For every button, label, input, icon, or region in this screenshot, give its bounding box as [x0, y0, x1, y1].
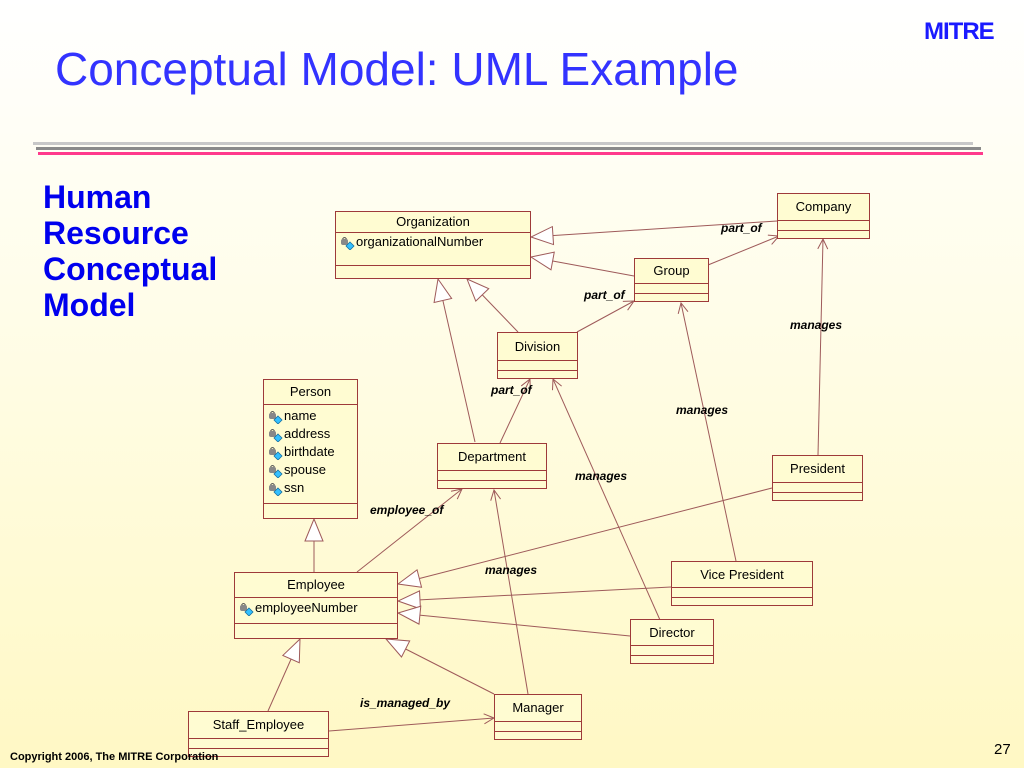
attribute-row: address: [264, 425, 357, 443]
field-lock-icon: [268, 446, 284, 460]
side-heading: Human Resource Conceptual Model: [43, 179, 217, 323]
assoc-department-division: [499, 379, 530, 444]
field-lock-icon: [239, 602, 255, 616]
class-staff-employee[interactable]: Staff_Employee: [188, 711, 329, 757]
attribute-compartment: organizationalNumber: [336, 233, 530, 266]
attribute-compartment: [631, 646, 713, 656]
class-name: Director: [631, 620, 713, 646]
attribute-compartment: [672, 588, 812, 598]
attribute-compartment: name address birthdate spouse ssn: [264, 405, 357, 504]
attribute-compartment: [773, 483, 862, 493]
attribute-compartment: [778, 221, 869, 231]
attribute-name: spouse: [284, 462, 326, 477]
class-name: Manager: [495, 695, 581, 722]
class-division[interactable]: Division: [497, 332, 578, 379]
side-heading-line: Model: [43, 287, 136, 323]
header-rule-light: [33, 142, 973, 145]
label-part-of-group-company: part_of: [721, 221, 762, 235]
label-manages-vp: manages: [676, 403, 729, 417]
attribute-row: organizationalNumber: [336, 233, 530, 251]
attribute-compartment: [189, 739, 328, 749]
side-heading-line: Conceptual: [43, 251, 218, 287]
class-director[interactable]: Director: [630, 619, 714, 664]
class-name: Company: [778, 194, 869, 221]
gen-manager-employee: [386, 639, 495, 695]
class-name: Division: [498, 333, 577, 361]
label-manages-manager: manages: [485, 563, 538, 577]
gen-group-organization: [531, 257, 635, 277]
class-name: Person: [264, 380, 357, 405]
gen-department-organization: [438, 279, 476, 443]
class-group[interactable]: Group: [634, 258, 709, 302]
class-organization[interactable]: Organization organizationalNumber: [335, 211, 531, 279]
field-lock-icon: [268, 410, 284, 424]
assoc-group-company: [707, 236, 779, 266]
attribute-row: ssn: [264, 479, 357, 497]
class-department[interactable]: Department: [437, 443, 547, 489]
field-lock-icon: [268, 428, 284, 442]
class-vice-president[interactable]: Vice President: [671, 561, 813, 606]
gen-director-employee: [398, 613, 631, 637]
assoc-director-division: [553, 379, 661, 621]
label-manages-president: manages: [790, 318, 843, 332]
field-lock-icon: [268, 482, 284, 496]
page-number: 27: [994, 741, 1011, 758]
attribute-row: name: [264, 407, 357, 425]
header-rule-accent: [38, 152, 983, 155]
attribute-compartment: [498, 361, 577, 371]
assoc-division-group: [576, 301, 634, 333]
class-president[interactable]: President: [772, 455, 863, 501]
attribute-row: birthdate: [264, 443, 357, 461]
attribute-name: ssn: [284, 480, 305, 495]
gen-division-organization: [467, 279, 519, 333]
assoc-vp-group: [681, 303, 737, 562]
attribute-row: spouse: [264, 461, 357, 479]
label-employee-of: employee_of: [370, 503, 444, 517]
label-manages-director: manages: [575, 469, 628, 483]
assoc-employee-department: [356, 489, 462, 573]
side-heading-line: Human: [43, 179, 152, 215]
attribute-compartment: [635, 284, 708, 294]
field-lock-icon: [268, 464, 284, 478]
label-part-of-department-division: part_of: [491, 383, 532, 397]
class-name: Organization: [336, 212, 530, 233]
class-person[interactable]: Person name address birthdate spouse ssn: [263, 379, 358, 519]
attribute-name: employeeNumber: [255, 600, 358, 615]
attribute-compartment: [438, 471, 546, 481]
class-name: Group: [635, 259, 708, 284]
footer-copyright: Copyright 2006, The MITRE Corporation: [10, 751, 219, 763]
attribute-name: name: [284, 408, 317, 423]
side-heading-line: Resource: [43, 215, 189, 251]
gen-staffemployee-employee: [267, 639, 300, 712]
class-name: Department: [438, 444, 546, 471]
attribute-compartment: [495, 722, 581, 732]
attribute-name: birthdate: [284, 444, 335, 459]
label-part-of-division-group: part_of: [584, 288, 625, 302]
attribute-row: employeeNumber: [235, 599, 397, 617]
field-lock-icon: [340, 236, 356, 250]
gen-company-organization: [531, 220, 778, 237]
header-rule-dark: [36, 147, 981, 150]
assoc-manager-department: [494, 490, 529, 695]
gen-president-employee: [398, 487, 773, 584]
mitre-logo: MITRE: [924, 18, 995, 45]
attribute-name: address: [284, 426, 331, 441]
assoc-president-company: [818, 239, 823, 456]
attribute-compartment: employeeNumber: [235, 598, 397, 624]
label-is-managed-by: is_managed_by: [360, 696, 451, 710]
class-name: Vice President: [672, 562, 812, 588]
class-company[interactable]: Company: [777, 193, 870, 239]
class-name: President: [773, 456, 862, 483]
assoc-staff-manager: [328, 718, 494, 732]
class-name: Staff_Employee: [189, 712, 328, 739]
gen-vicepresident-employee: [398, 586, 672, 601]
slide-title: Conceptual Model: UML Example: [55, 43, 739, 95]
class-manager[interactable]: Manager: [494, 694, 582, 740]
class-name: Employee: [235, 573, 397, 598]
attribute-name: organizationalNumber: [356, 234, 484, 249]
class-employee[interactable]: Employee employeeNumber: [234, 572, 398, 639]
